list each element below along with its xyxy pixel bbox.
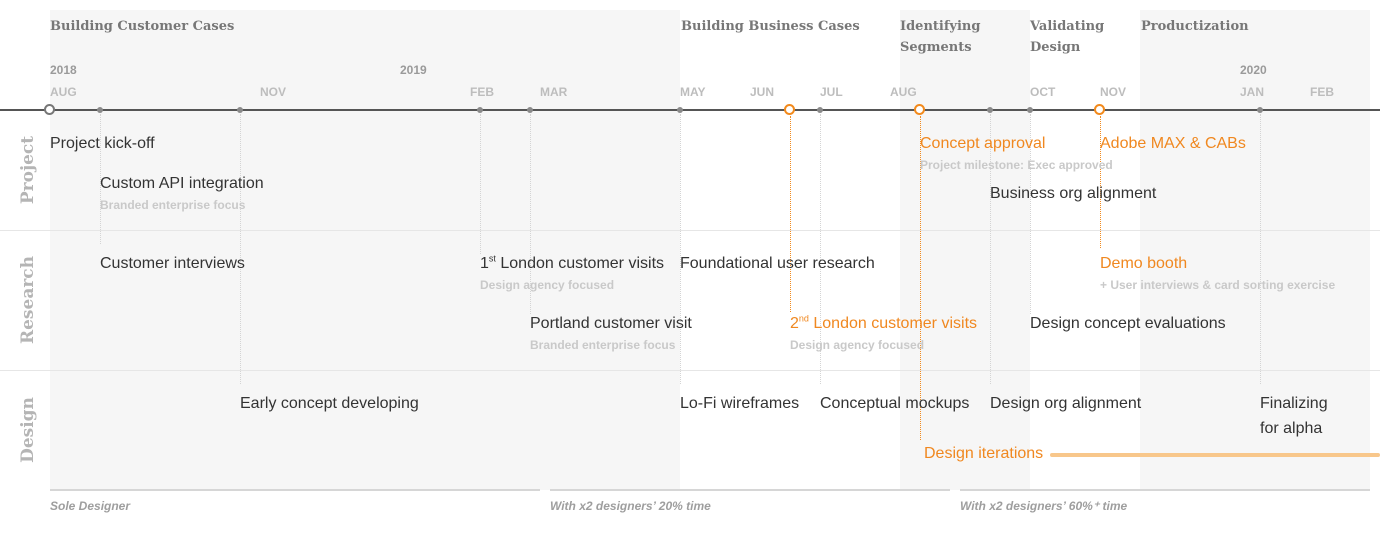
event-project-kickoff: Project kick-off bbox=[50, 135, 155, 152]
connector-line bbox=[990, 114, 991, 384]
milestone-marker bbox=[784, 104, 795, 115]
timeline-marker bbox=[97, 107, 103, 113]
phase-title-business-cases: Building Business Cases bbox=[681, 19, 860, 34]
event-early-concept: Early concept developing bbox=[240, 395, 419, 412]
year-label: 2019 bbox=[400, 63, 427, 77]
event-custom-api: Custom API integration bbox=[100, 175, 264, 192]
month-label: MAR bbox=[540, 85, 568, 99]
ordinal-suffix: st bbox=[488, 253, 496, 264]
team-line-60pct bbox=[960, 489, 1370, 491]
month-label: AUG bbox=[50, 85, 77, 99]
milestone-marker bbox=[914, 104, 925, 115]
phase-band-segments bbox=[900, 10, 1030, 490]
month-label: OCT bbox=[1030, 85, 1056, 99]
connector-line bbox=[240, 114, 241, 384]
team-label-sole: Sole Designer bbox=[50, 499, 131, 513]
event-design-concept-evaluations: Design concept evaluations bbox=[1030, 315, 1226, 332]
event-conceptual-mockups: Conceptual mockups bbox=[820, 395, 970, 412]
phase-title-productization: Productization bbox=[1141, 19, 1249, 34]
timeline-marker bbox=[527, 107, 533, 113]
timeline-marker bbox=[477, 107, 483, 113]
event-finalizing-alpha: Finalizing for alpha bbox=[1260, 395, 1328, 437]
connector-line-orange bbox=[1100, 116, 1101, 248]
ordinal-suffix: nd bbox=[798, 313, 809, 324]
connector-line bbox=[480, 114, 481, 254]
timeline-marker bbox=[817, 107, 823, 113]
connector-line-orange bbox=[790, 116, 791, 312]
row-label-project: Project bbox=[18, 135, 38, 205]
month-label: JUN bbox=[750, 85, 775, 99]
event-foundational-research: Foundational user research bbox=[680, 255, 875, 272]
connector-line bbox=[100, 114, 101, 244]
timeline-marker bbox=[1027, 107, 1033, 113]
event-london-visit-1-note: Design agency focused bbox=[480, 278, 615, 292]
event-adobe-max: Adobe MAX & CABs bbox=[1100, 135, 1246, 152]
event-design-iterations: Design iterations bbox=[924, 445, 1044, 462]
connector-line-orange bbox=[920, 116, 921, 440]
connector-line bbox=[680, 114, 681, 384]
event-concept-approval-note: Project milestone: Exec approved bbox=[920, 158, 1113, 172]
event-concept-approval: Concept approval bbox=[920, 135, 1046, 152]
event-london-visit-2-label: London customer visits bbox=[813, 315, 978, 332]
ordinal-number: 1 bbox=[480, 255, 489, 272]
phase-band-customer-cases bbox=[50, 10, 680, 490]
phase-title-customer-cases: Building Customer Cases bbox=[50, 19, 235, 34]
event-design-org-alignment: Design org alignment bbox=[990, 395, 1142, 412]
event-custom-api-note: Branded enterprise focus bbox=[100, 198, 246, 212]
timeline-axis bbox=[0, 109, 1380, 111]
timeline-marker bbox=[677, 107, 683, 113]
design-iterations-bar bbox=[1050, 453, 1380, 457]
event-demo-booth-note: + User interviews & card sorting exercis… bbox=[1100, 278, 1336, 292]
month-label: NOV bbox=[1100, 85, 1127, 99]
event-lofi-wireframes: Lo-Fi wireframes bbox=[680, 395, 800, 412]
row-separator-design bbox=[0, 370, 1380, 371]
event-london-visit-1: 1st London customer visits bbox=[480, 254, 664, 274]
team-line-20pct bbox=[550, 489, 950, 491]
event-business-org-alignment: Business org alignment bbox=[990, 185, 1157, 202]
event-london-visit-1-label: London customer visits bbox=[500, 255, 665, 272]
ordinal-number: 2 bbox=[790, 315, 799, 332]
connector-line bbox=[1260, 114, 1261, 384]
month-label: JAN bbox=[1240, 85, 1265, 99]
connector-line bbox=[1030, 114, 1031, 314]
connector-line bbox=[530, 114, 531, 314]
event-portland-visit: Portland customer visit bbox=[530, 315, 692, 332]
month-label: FEB bbox=[1310, 85, 1334, 99]
event-portland-visit-note: Branded enterprise focus bbox=[530, 338, 676, 352]
month-label: AUG bbox=[890, 85, 917, 99]
month-label: JUL bbox=[820, 85, 843, 99]
row-label-research: Research bbox=[18, 255, 38, 345]
row-label-design: Design bbox=[18, 397, 38, 463]
timeline-start-marker bbox=[44, 104, 55, 115]
year-label: 2020 bbox=[1240, 63, 1267, 77]
phase-band-productization bbox=[1140, 10, 1370, 490]
year-label: 2018 bbox=[50, 63, 77, 77]
team-label-20pct: With x2 designers’ 20% time bbox=[550, 499, 711, 513]
event-london-visit-2-note: Design agency focused bbox=[790, 338, 925, 352]
event-demo-booth: Demo booth bbox=[1100, 255, 1188, 272]
month-label: FEB bbox=[470, 85, 494, 99]
month-label: MAY bbox=[680, 85, 706, 99]
event-london-visit-2: 2nd London customer visits bbox=[790, 314, 977, 334]
timeline-marker bbox=[1257, 107, 1263, 113]
milestone-marker bbox=[1094, 104, 1105, 115]
phase-title-identifying-segments: Identifying Segments bbox=[900, 19, 981, 55]
timeline-marker bbox=[987, 107, 993, 113]
team-line-sole bbox=[50, 489, 540, 491]
event-customer-interviews: Customer interviews bbox=[100, 255, 245, 272]
timeline-marker bbox=[237, 107, 243, 113]
connector-line bbox=[820, 114, 821, 384]
row-separator-research bbox=[0, 230, 1380, 231]
phase-title-validating-design: Validating Design bbox=[1030, 19, 1105, 55]
team-label-60pct: With x2 designers’ 60%⁺ time bbox=[960, 499, 1128, 513]
month-label: NOV bbox=[260, 85, 287, 99]
